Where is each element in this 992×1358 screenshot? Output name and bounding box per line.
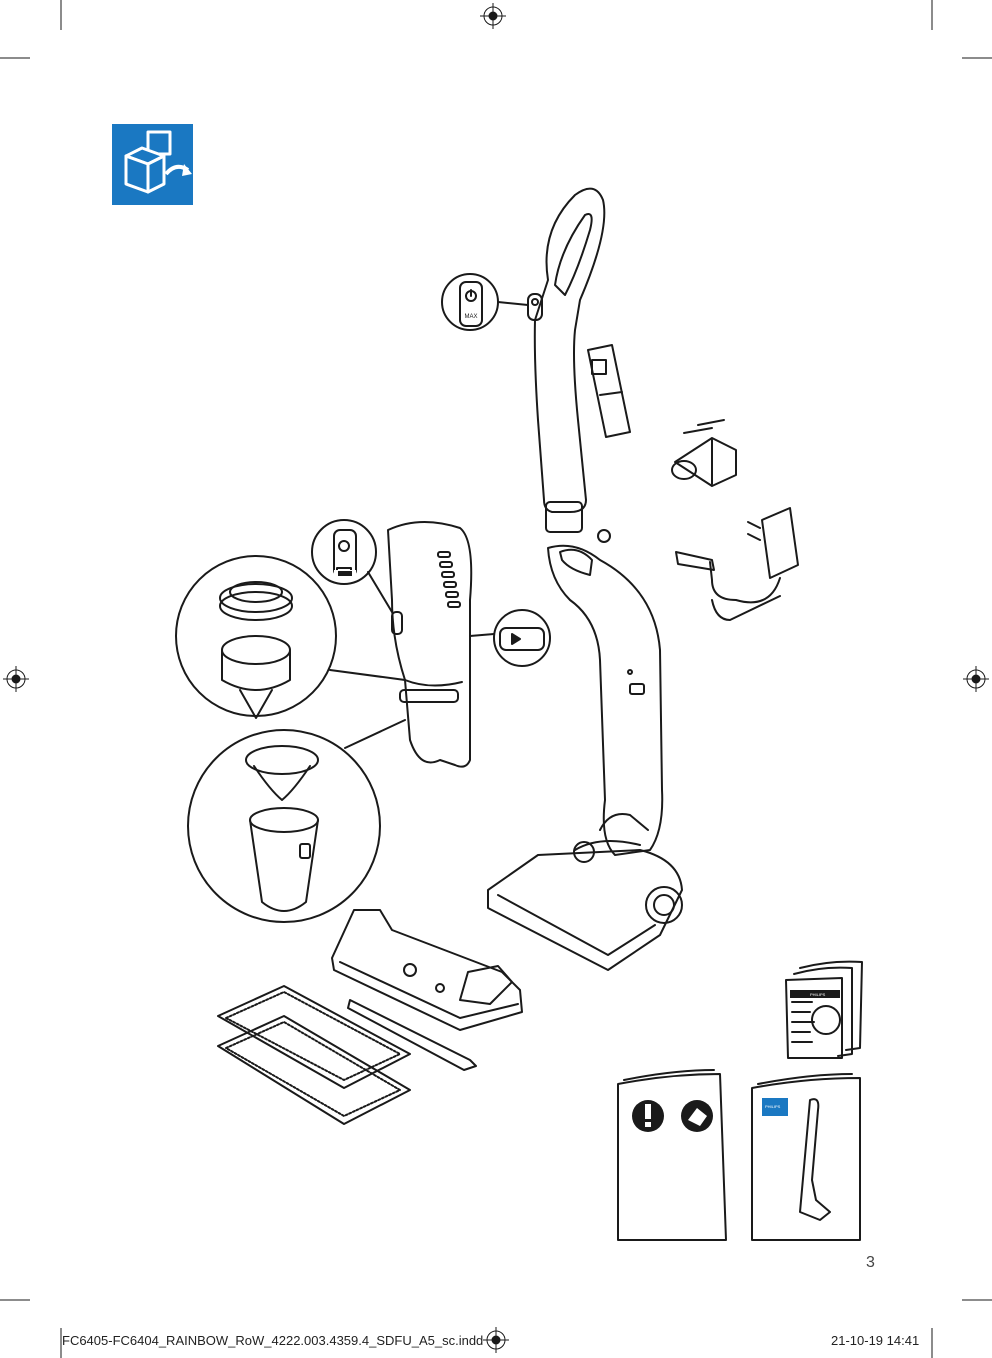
callout-filter-cyclone bbox=[175, 555, 406, 719]
accessory-wall-bracket bbox=[671, 437, 737, 487]
accessory-screws bbox=[683, 419, 725, 434]
leaflet-stack-brand: PHILIPS bbox=[810, 992, 826, 997]
registration-mark-top bbox=[480, 3, 506, 29]
vacuum-handle bbox=[527, 187, 606, 533]
read-manual-icon bbox=[681, 1100, 713, 1132]
callout-dust-container bbox=[187, 719, 406, 923]
accessory-microfiber-pad-1 bbox=[217, 985, 411, 1089]
handheld-unit bbox=[387, 520, 473, 768]
callout-release-button bbox=[469, 609, 551, 667]
safety-leaflet bbox=[617, 1069, 727, 1241]
user-manual-brand: PHILIPS bbox=[765, 1104, 781, 1109]
accessory-charger-adapter bbox=[675, 507, 799, 621]
accessory-brush-tool bbox=[587, 344, 631, 438]
page-number: 3 bbox=[866, 1254, 876, 1271]
accessory-strip bbox=[347, 999, 477, 1071]
box-contents-icon bbox=[112, 124, 193, 205]
footer-file-name: FC6405-FC6404_RAINBOW_RoW_4222.003.4359.… bbox=[62, 1333, 484, 1348]
vacuum-main-body bbox=[547, 544, 664, 856]
registration-mark-right bbox=[963, 666, 989, 692]
vacuum-floor-nozzle bbox=[487, 840, 683, 971]
callout-power-battery bbox=[311, 519, 393, 613]
registration-mark-left bbox=[3, 666, 29, 692]
max-label: MAX bbox=[464, 314, 477, 320]
registration-mark-bottom bbox=[483, 1327, 509, 1353]
footer-date: 21-10-19 14:41 bbox=[831, 1333, 920, 1348]
accessory-microfiber-pad-2 bbox=[217, 1015, 411, 1125]
warning-exclamation-icon bbox=[632, 1100, 664, 1132]
accessory-charging-base bbox=[331, 909, 523, 1031]
accessory-screw-small bbox=[597, 529, 611, 543]
callout-power-max-button bbox=[441, 273, 529, 331]
leaflet-stack bbox=[785, 960, 863, 1059]
leaflet-stack-header-bar bbox=[790, 990, 840, 998]
user-manual-brand-block bbox=[762, 1098, 788, 1116]
user-manual-leaflet bbox=[751, 1073, 861, 1241]
